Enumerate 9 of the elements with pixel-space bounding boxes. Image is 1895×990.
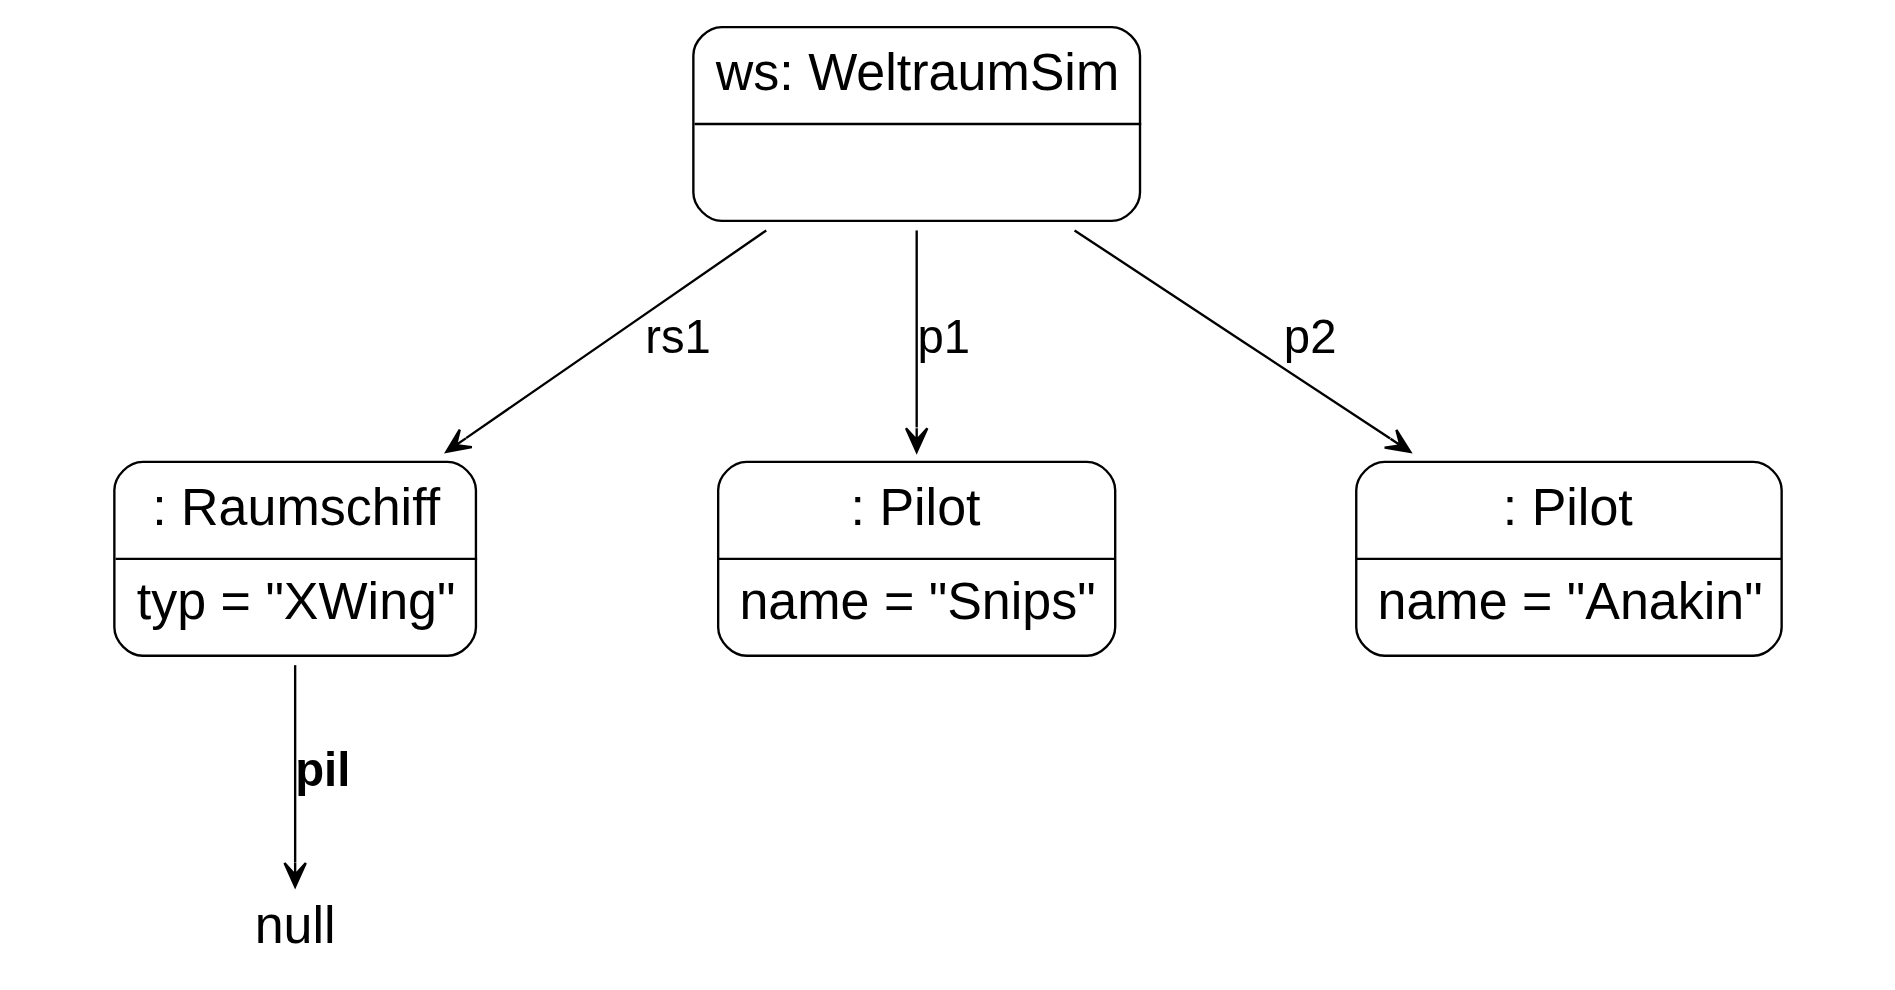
edge-label: p1 <box>917 310 970 364</box>
arrow <box>1073 229 1411 453</box>
edge-label: pil <box>294 742 350 796</box>
node-text: null <box>254 896 336 955</box>
edge-label: rs1 <box>644 310 711 364</box>
edge-label: p2 <box>1283 310 1336 364</box>
arrow <box>904 230 928 453</box>
arrow <box>444 229 767 453</box>
arrow <box>282 665 307 888</box>
